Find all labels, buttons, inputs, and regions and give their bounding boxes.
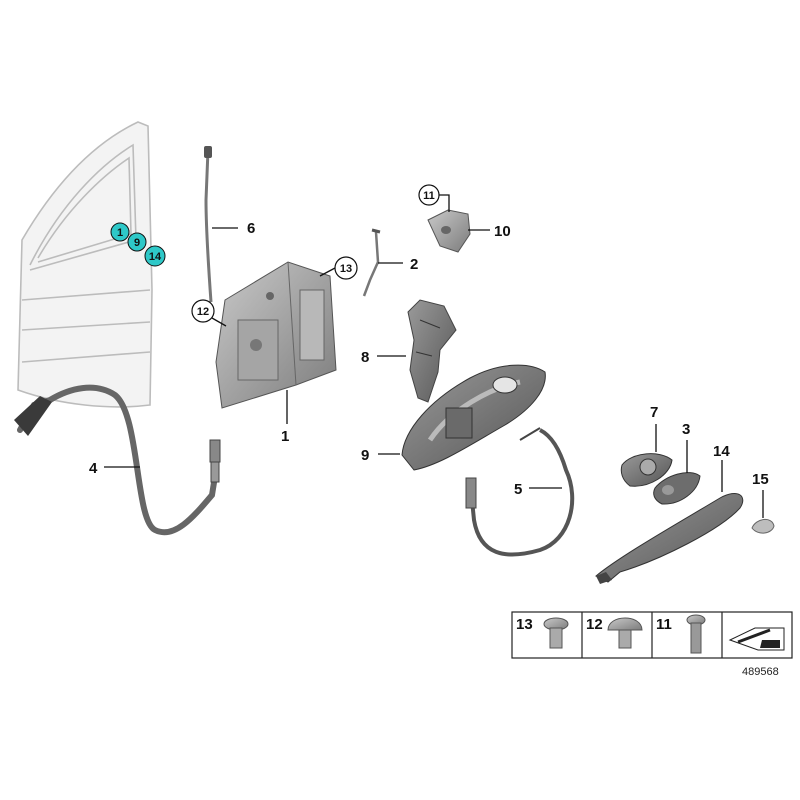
label-14: 14 — [713, 443, 730, 460]
door-outline — [17, 121, 153, 408]
part-14-handle — [595, 493, 744, 584]
label-11: 11 — [423, 190, 435, 202]
fastener-cell-11[interactable]: 11 — [656, 614, 706, 654]
fastener-12-label: 12 — [586, 616, 603, 633]
fastener-cell-12[interactable]: 12 — [586, 616, 643, 649]
part-9-carrier — [401, 364, 546, 471]
fastener-11-label: 11 — [656, 616, 672, 633]
door-callout-9[interactable]: 9 — [127, 232, 147, 252]
part-2-rod — [362, 228, 381, 297]
label-12: 12 — [197, 306, 209, 318]
label-7: 7 — [650, 404, 658, 421]
label-13: 13 — [340, 263, 352, 275]
part-6-rod — [204, 146, 213, 303]
callout-12[interactable] — [191, 299, 215, 323]
fastener-13-label: 13 — [516, 616, 533, 633]
part-5-cable — [465, 427, 575, 557]
label-5: 5 — [514, 481, 522, 498]
diagram-number: 489568 — [742, 666, 779, 678]
label-4: 4 — [89, 460, 98, 477]
label-6: 6 — [247, 220, 255, 237]
label-10: 10 — [494, 223, 511, 240]
label-8: 8 — [361, 349, 369, 366]
label-2: 2 — [410, 256, 418, 273]
fastener-table: 13 12 11 — [511, 611, 793, 659]
fastener-cell-13[interactable]: 13 — [516, 616, 569, 649]
label-15: 15 — [752, 471, 769, 488]
door-callout-14[interactable]: 14 — [144, 245, 166, 267]
part-4-cable — [14, 384, 221, 536]
part-15-plug — [751, 519, 775, 534]
part-10-striker — [427, 209, 471, 253]
door-callout-1[interactable]: 1 — [110, 222, 130, 242]
label-3: 3 — [682, 421, 690, 438]
part-3-cover — [653, 472, 701, 505]
label-1: 1 — [281, 428, 289, 445]
part-7-cap — [620, 453, 673, 487]
label-9: 9 — [361, 447, 369, 464]
door-callout-14-label: 14 — [149, 251, 162, 263]
door-direction-icon — [728, 627, 785, 651]
door-callout-9-label: 9 — [134, 237, 140, 249]
part-8-bracket — [407, 299, 457, 403]
part-1-door-lock — [215, 261, 337, 409]
door-callout-1-label: 1 — [117, 227, 123, 239]
